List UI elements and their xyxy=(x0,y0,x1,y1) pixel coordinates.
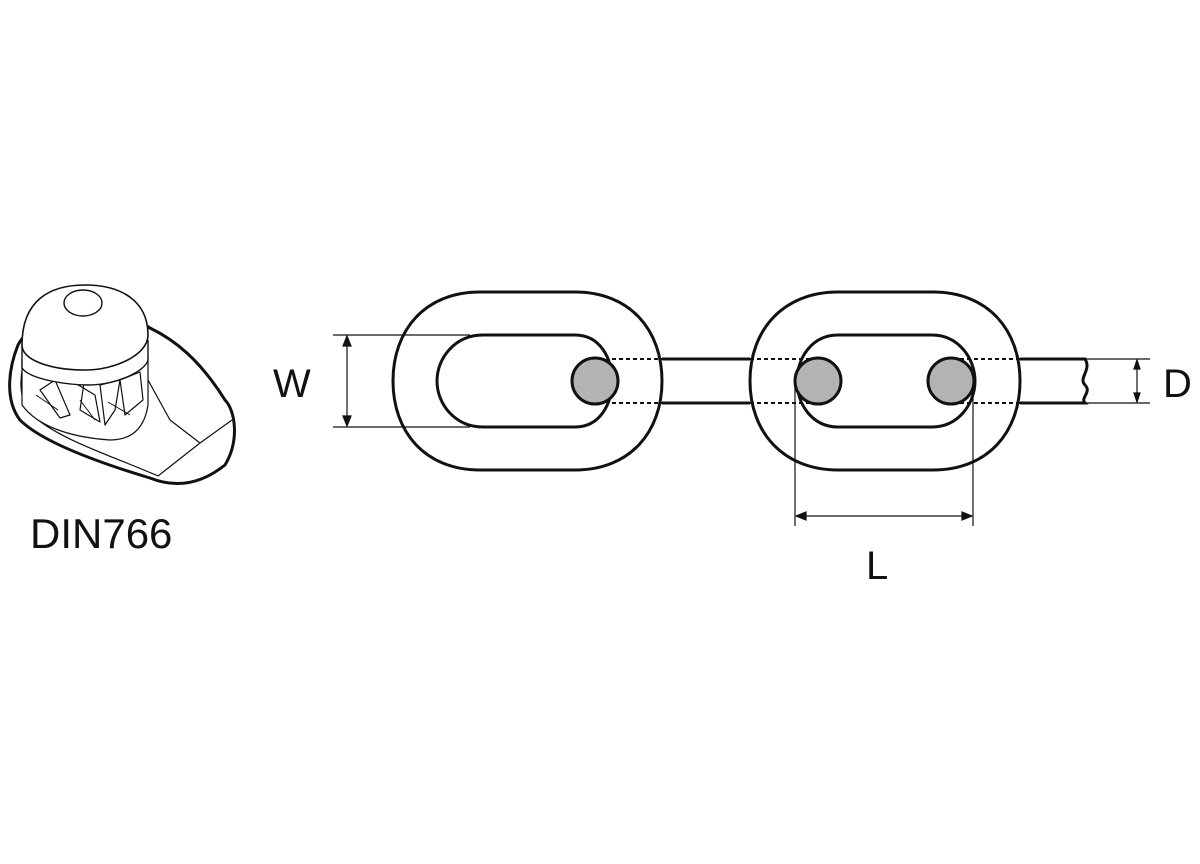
chain-bar-right xyxy=(1020,357,1089,405)
length-extension-lines xyxy=(794,384,974,526)
dashed-hidden-lines xyxy=(612,358,1020,404)
width-extension-lines xyxy=(333,334,470,428)
windlass-icon xyxy=(8,284,236,486)
chain xyxy=(391,290,1089,472)
diameter-arrowheads xyxy=(1133,358,1141,404)
length-label: L xyxy=(866,544,889,588)
width-label: W xyxy=(273,362,311,406)
chain-bar-middle xyxy=(662,357,750,405)
section-circle xyxy=(570,356,620,406)
standard-label: DIN766 xyxy=(30,510,173,557)
section-circle xyxy=(926,356,976,406)
chain-link-1-inner xyxy=(435,333,614,429)
diameter-extension-lines xyxy=(1085,358,1150,404)
width-arrowheads xyxy=(342,334,352,428)
dimension-lines xyxy=(333,334,1150,526)
length-arrowheads xyxy=(794,511,974,521)
chain-link-1 xyxy=(391,290,664,472)
chain-link-2 xyxy=(748,290,1022,472)
chain-link-2-inner xyxy=(795,333,977,429)
diameter-label: D xyxy=(1163,362,1192,406)
section-circle xyxy=(793,356,843,406)
